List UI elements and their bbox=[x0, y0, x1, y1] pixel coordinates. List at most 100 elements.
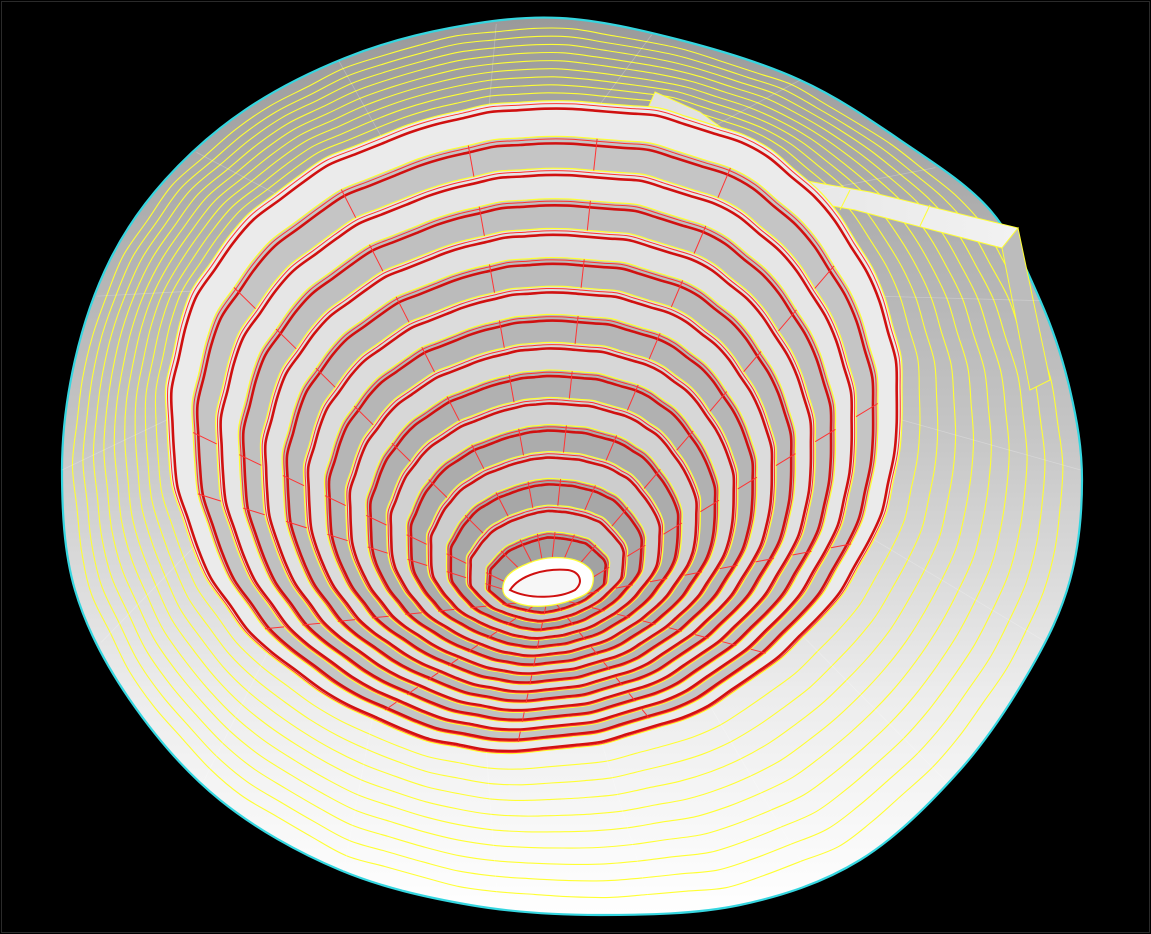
bench-segment-line bbox=[617, 613, 631, 618]
bench-segment-line bbox=[525, 693, 529, 703]
bench-segment-line bbox=[371, 615, 389, 619]
outer-contour-line bbox=[71, 27, 1064, 899]
bench-segment-line bbox=[676, 430, 694, 451]
ramp-side-wall bbox=[1001, 226, 1051, 391]
bench-segment-line bbox=[446, 553, 467, 564]
bench-segment-line bbox=[579, 544, 597, 564]
bench-segment-line bbox=[579, 632, 586, 641]
bench-segment-lines bbox=[61, 23, 1081, 912]
bench-segment-line bbox=[700, 499, 720, 513]
bench-segment-line bbox=[428, 479, 448, 498]
bench-segment-line bbox=[670, 280, 684, 308]
outer-contour-line bbox=[154, 92, 921, 770]
outer-contour-line bbox=[134, 76, 957, 801]
outer-contour-line bbox=[113, 60, 992, 833]
bench-segment-line bbox=[778, 309, 797, 332]
bench-segment-line bbox=[611, 507, 629, 527]
bench-toe-line bbox=[389, 402, 698, 658]
bench-segment-line bbox=[448, 658, 459, 667]
bench-segment-line bbox=[663, 522, 683, 535]
bench-segment-line bbox=[567, 617, 574, 626]
bench-segment-line bbox=[540, 622, 543, 632]
outer-contour-line bbox=[103, 51, 1010, 849]
ground-facet-line bbox=[884, 296, 1041, 302]
bench-segment-line bbox=[467, 644, 478, 653]
bench-segment-line bbox=[446, 571, 467, 579]
bench-segment-line bbox=[563, 534, 575, 560]
bench-segment-line bbox=[275, 328, 297, 350]
bench-segment-line bbox=[508, 375, 515, 403]
bench-segment-line bbox=[626, 544, 646, 557]
bench-segment-line bbox=[814, 428, 836, 443]
bench-segment-line bbox=[353, 405, 374, 426]
bench-segment-line bbox=[369, 244, 384, 272]
bench-crest-contour bbox=[164, 100, 903, 755]
ground-facet-line bbox=[196, 152, 276, 194]
bench-segment-line bbox=[584, 485, 596, 511]
ground-facet-line bbox=[488, 23, 497, 105]
ground-facet-line bbox=[818, 167, 936, 191]
ground-facet-line bbox=[100, 547, 193, 643]
bench-crest-line bbox=[216, 170, 856, 732]
bench-segment-line bbox=[406, 534, 427, 545]
bench-segment-line bbox=[694, 634, 709, 639]
bench-segment-line bbox=[830, 543, 852, 549]
bench-segment-line bbox=[327, 533, 348, 542]
bench-toe-line bbox=[169, 107, 899, 753]
outer-contour-line bbox=[92, 43, 1028, 866]
bench-segment-line bbox=[384, 701, 397, 711]
bench-segment-line bbox=[855, 403, 879, 418]
bench-segment-line bbox=[438, 608, 455, 612]
pit-sump bbox=[508, 568, 581, 598]
bench-toe-line bbox=[219, 173, 854, 731]
bench-toe-line bbox=[306, 291, 774, 693]
bench-segment-line bbox=[529, 675, 533, 685]
bench-crest-line bbox=[427, 453, 663, 641]
bench-segment-line bbox=[563, 425, 567, 453]
bench-segment-line bbox=[365, 514, 387, 526]
bench-segment-line bbox=[506, 617, 517, 626]
bench-segment-line bbox=[533, 657, 536, 667]
bench-segment-line bbox=[446, 396, 460, 422]
bench-segment-line bbox=[395, 296, 410, 323]
bench-segment-line bbox=[615, 677, 623, 686]
bench-segment-line bbox=[605, 435, 618, 461]
bench-segment-line bbox=[485, 572, 506, 583]
ground-facet-line bbox=[97, 290, 192, 297]
bench-crest-line bbox=[387, 399, 700, 658]
bench-segment-line bbox=[495, 492, 509, 517]
bench-crest-line bbox=[166, 103, 901, 754]
bench-segment-line bbox=[693, 225, 707, 254]
bench-segment-line bbox=[464, 515, 484, 534]
bench-segment-line bbox=[568, 371, 573, 399]
bench-segment-line bbox=[391, 442, 411, 462]
bench-segment-line bbox=[643, 469, 661, 489]
bench-segment-line bbox=[591, 646, 598, 656]
bench-crest-line bbox=[467, 506, 627, 623]
bench-crest-line bbox=[346, 344, 738, 676]
bench-segment-line bbox=[406, 686, 418, 695]
bench-segment-line bbox=[427, 672, 439, 681]
bench-toe-line bbox=[468, 509, 625, 623]
bench-segment-line bbox=[719, 564, 738, 570]
bench-segment-line bbox=[603, 661, 611, 671]
ground-facet-line bbox=[338, 60, 382, 136]
bench-segment-line bbox=[649, 578, 668, 583]
bench-segment-line bbox=[233, 287, 256, 310]
outer-contour-line bbox=[144, 84, 939, 786]
bench-toe-line bbox=[263, 233, 813, 712]
bench-segment-line bbox=[500, 550, 520, 569]
bench-segment-line bbox=[243, 507, 265, 516]
bench-segment-line bbox=[591, 607, 605, 612]
ground-facet-line bbox=[600, 34, 653, 104]
bench-segment-line bbox=[574, 315, 579, 344]
bench-segment-line bbox=[340, 189, 357, 218]
bench-segment-line bbox=[668, 627, 682, 632]
bench-segment-line bbox=[517, 731, 521, 742]
bench-segment-line bbox=[324, 495, 346, 507]
bench-segment-line bbox=[750, 648, 766, 654]
bench-segment-line bbox=[642, 620, 656, 625]
bench-segment-line bbox=[478, 206, 485, 236]
